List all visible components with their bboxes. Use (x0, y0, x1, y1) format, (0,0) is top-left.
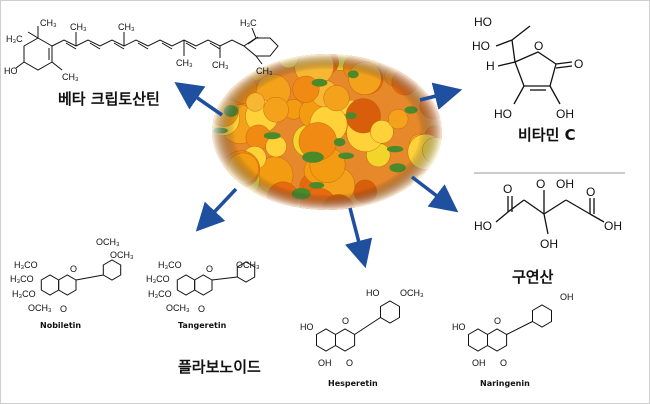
atom-h3co-nob-1: H₃CO (14, 260, 38, 270)
atom-ho-citric: HO (474, 219, 492, 233)
label-naringenin: Naringenin (480, 379, 530, 388)
label-flavonoids: 플라보노이드 (178, 358, 261, 376)
arrow-to-vitamin-c (419, 82, 463, 110)
tangeretin-link (211, 276, 238, 281)
atom-oh-citric-3: OH (604, 219, 622, 233)
atom-h3co-tan-1: H₃CO (158, 260, 182, 270)
atom-oh-vc: OH (556, 107, 574, 121)
atom-o-nob-ring: O (70, 264, 77, 274)
nobiletin-ring-b (102, 259, 122, 281)
label-hesperetin: Hesperetin (328, 379, 378, 388)
atom-ho-vc-3: HO (494, 107, 512, 121)
citric-acid-structure: O O OH O HO OH OH 구연산 (474, 177, 622, 286)
label-vitamin-c: 비타민 C (518, 126, 576, 144)
nobiletin-structure: OCH₃ OCH₃ H₃CO H₃CO H₃CO OCH₃ O O Nobile… (10, 237, 134, 330)
atom-o-nar-ring: O (494, 316, 501, 326)
label-citric-acid: 구연산 (512, 268, 554, 286)
fruit (404, 190, 432, 210)
hesperetin-ring-b (380, 300, 400, 324)
nobiletin-ring-c (58, 274, 77, 296)
naringenin-ring-c (487, 328, 508, 352)
fruit (237, 195, 266, 210)
atom-oh-citric-1: OH (556, 177, 574, 191)
atom-ch3-f: CH₃ (212, 60, 229, 70)
atom-ch3-b: CH₃ (62, 72, 79, 82)
tangeretin-ring-b (236, 261, 256, 283)
atom-o-carbonyl: O (574, 57, 583, 71)
atom-o-nob-keto: O (60, 304, 67, 314)
arrows (174, 82, 463, 269)
atom-o-citric-3: O (586, 185, 595, 199)
nobiletin-ring-a (40, 274, 60, 296)
atom-och3-tan-1: OCH₃ (236, 260, 260, 270)
tangeretin-structure: OCH₃ H₃CO H₃CO H₃CO OCH₃ O O Tangeretin (146, 260, 260, 330)
atom-o-nar-keto: O (500, 358, 507, 368)
atom-h3co-tan-2: H₃CO (146, 274, 170, 284)
atom-ch3-c: CH₃ (70, 22, 87, 32)
atom-ch3-d: CH₃ (118, 22, 135, 32)
citrus-fruit-photo (212, 54, 442, 210)
hesperetin-ring-a (316, 328, 336, 352)
atom-h3c-a: H₃C (6, 34, 23, 44)
arrow-to-citric-acid (410, 175, 459, 213)
atom-o-tan-keto: O (198, 304, 205, 314)
atom-ch3-e: CH₃ (176, 58, 193, 68)
atom-o-ring: O (534, 39, 543, 53)
beta-cryptoxanthin-structure: HO H₃C CH₃ CH₃ CH₃ CH₃ CH₃ CH₃ H₃C CH₃ 베… (4, 18, 279, 108)
atom-oh-citric-2: OH (540, 237, 558, 251)
atom-ho-hes-2: HO (300, 322, 314, 332)
atom-oh-nar-1: OH (560, 292, 574, 302)
hesperetin-link (354, 317, 381, 335)
tangeretin-ring-c (194, 274, 213, 296)
atom-ho-hes-1: HO (366, 288, 380, 298)
atom-och3-nob-1: OCH₃ (96, 237, 120, 247)
atom-h3co-nob-2: H₃CO (10, 274, 34, 284)
atom-och3-hes: OCH₃ (400, 288, 424, 298)
atom-o-tan-ring: O (206, 264, 213, 274)
hesperetin-structure: HO OCH₃ HO O OH O Hesperetin (300, 288, 424, 388)
atom-h3co-nob-3: H₃CO (12, 289, 36, 299)
hesperetin-ring-c (335, 328, 356, 352)
atom-oh-hes: OH (318, 358, 332, 368)
atom-ho-nar: HO (452, 322, 466, 332)
atom-h3c-b: H₃C (240, 18, 257, 28)
tangeretin-ring-a (176, 274, 196, 296)
atom-och3-nob-3: OCH₃ (28, 303, 52, 313)
atom-o-hes-keto: O (346, 358, 353, 368)
arrow-to-beta-cryptoxanthin (174, 82, 223, 117)
atom-och3-nob-2: OCH₃ (110, 250, 134, 260)
vitamin-c-structure: HO HO H O O HO OH 비타민 C (472, 15, 583, 144)
atom-ch3-g: CH₃ (256, 66, 273, 76)
naringenin-structure: OH HO O OH O Naringenin (452, 292, 574, 388)
atom-o-hes-ring: O (342, 316, 349, 326)
naringenin-ring-a (468, 328, 488, 352)
label-tangeretin: Tangeretin (178, 321, 227, 330)
atom-ho-vc-2: HO (472, 39, 490, 53)
atom-h-vc: H (486, 59, 495, 73)
label-nobiletin: Nobiletin (40, 321, 81, 330)
arrow-to-flavonoids-bottom (345, 207, 373, 269)
atom-o-citric-2: O (536, 177, 545, 191)
arrow-to-flavonoids-left (195, 187, 238, 232)
atom-och3-tan-2: OCH₃ (166, 303, 190, 313)
naringenin-link (506, 321, 533, 335)
atom-o-citric-1: O (503, 182, 512, 196)
atom-ho-cryptoxanthin: HO (4, 66, 18, 76)
atom-ch3-a: CH₃ (40, 18, 57, 28)
atom-oh-nar-2: OH (472, 358, 486, 368)
atom-h3co-tan-3: H₃CO (148, 289, 172, 299)
atom-ho-vc-1: HO (474, 15, 492, 29)
naringenin-ring-b (532, 304, 552, 328)
nobiletin-link (75, 274, 104, 281)
label-beta-cryptoxanthin: 베타 크립토산틴 (58, 90, 160, 108)
